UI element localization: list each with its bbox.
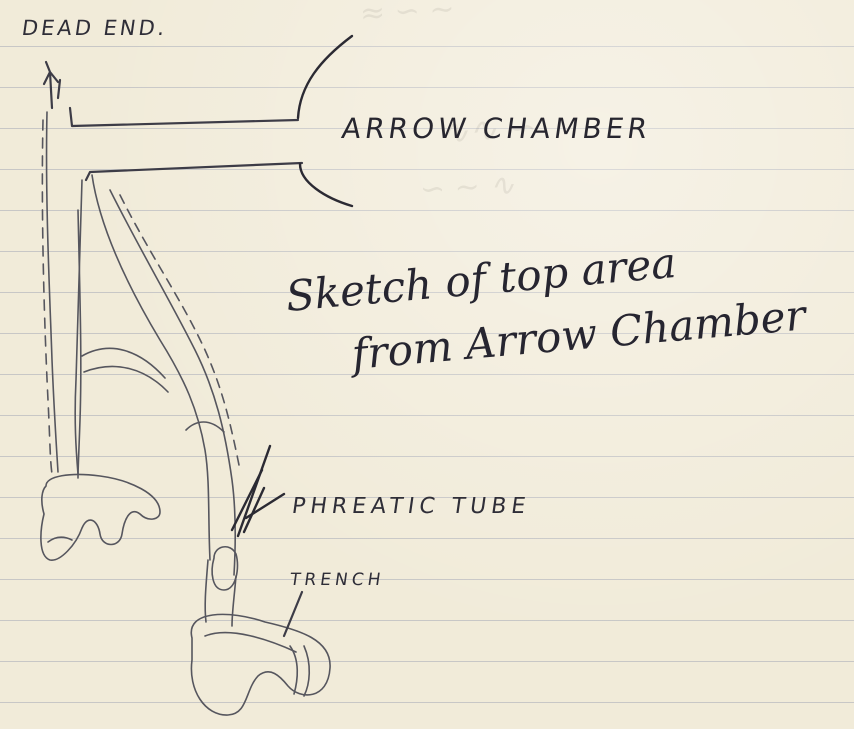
left-chamber-detail <box>48 537 72 542</box>
trench-label: TRENCH <box>289 570 386 590</box>
arrow-chamber-bracket-bottom <box>300 164 352 206</box>
arrow-chamber-label: ARROW CHAMBER <box>340 112 654 145</box>
passage-section-arc-3 <box>186 422 224 432</box>
descending-passage-right <box>110 190 235 575</box>
trench-hatch-2 <box>304 646 309 696</box>
dead-end-arrow <box>44 62 58 108</box>
phreatic-tube-hatch-2 <box>238 446 270 536</box>
passage-section-arc-1 <box>82 348 165 378</box>
passage-section-arc-2 <box>84 366 168 392</box>
trench-hatch-1 <box>290 646 297 694</box>
descending-passage-left <box>92 175 210 560</box>
dead-end-label: DEAD END. <box>20 16 169 40</box>
upper-passage-roof <box>70 108 298 126</box>
lower-passage-left <box>205 560 208 622</box>
phreatic-tube-label: PHREATIC TUBE <box>290 494 532 519</box>
trench-inner <box>205 633 296 652</box>
arrow-chamber-bracket-top <box>298 36 352 118</box>
upper-passage-floor <box>86 163 302 180</box>
left-chamber-outline <box>41 474 160 560</box>
